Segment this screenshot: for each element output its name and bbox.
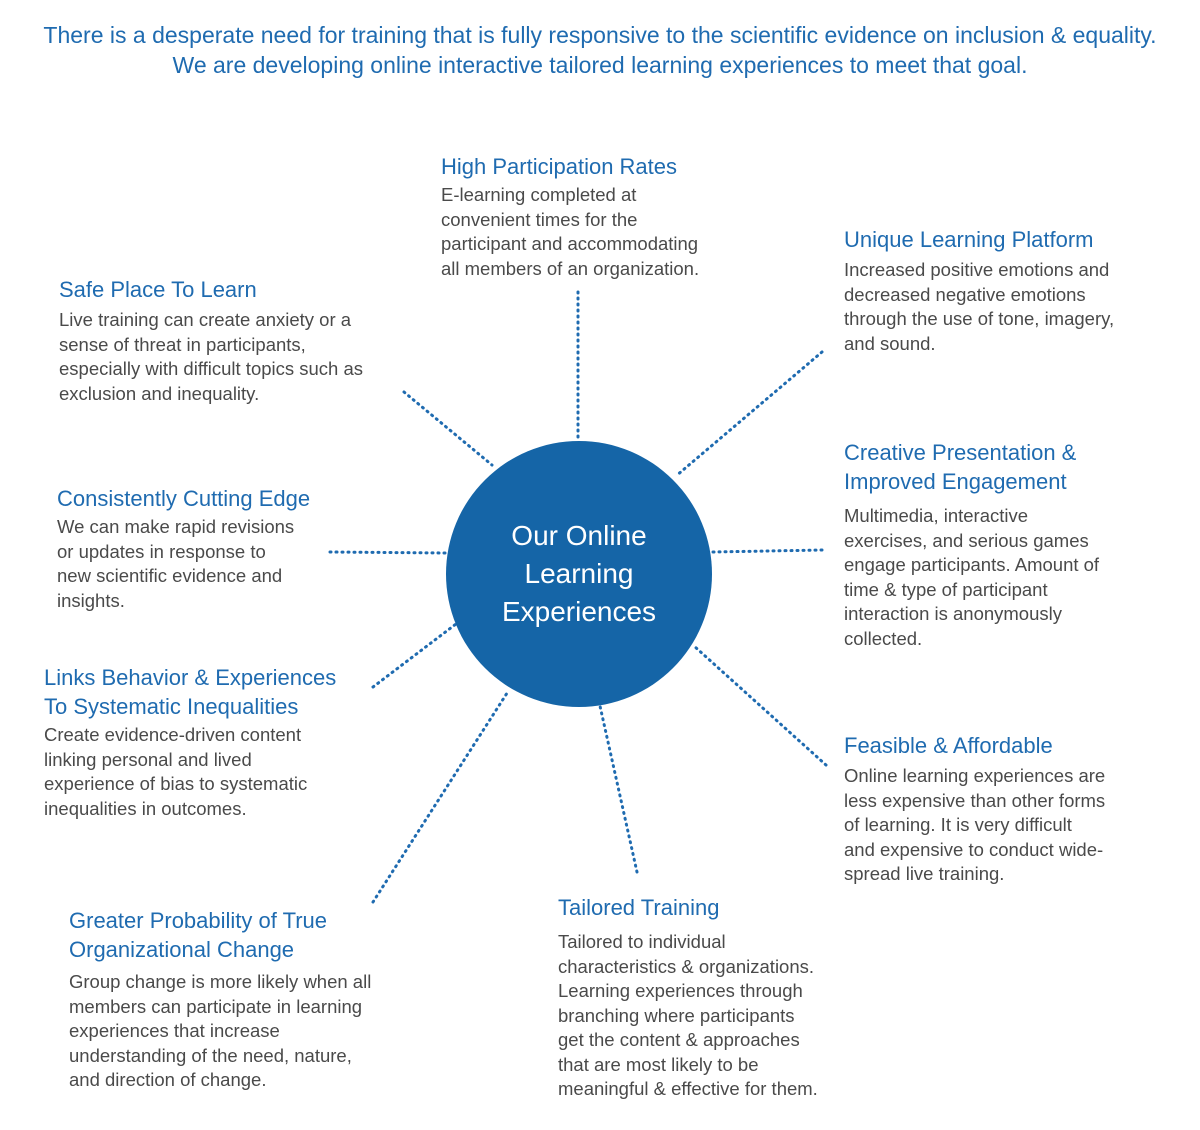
intro-text: There is a desperate need for training t… [43,22,1157,78]
connector-safe-place [402,390,494,467]
node-text: Multimedia, interactive exercises, and s… [844,505,1100,649]
connector-creative-presentation [711,548,824,554]
node-text: Group change is more likely when all mem… [69,971,372,1090]
node-title: Safe Place To Learn [59,277,257,302]
node-cutting-edge: Consistently Cutting Edge We can make ra… [57,484,357,613]
node-text: E-learning completed at convenient times… [441,184,700,279]
node-links-behavior: Links Behavior & Experiences To Systemat… [44,663,384,821]
node-title: Feasible & Affordable [844,733,1053,758]
node-creative-presentation: Creative Presentation & Improved Engagem… [844,438,1184,651]
connector-feasible [692,644,828,767]
node-title: Links Behavior & Experiences To Systemat… [44,665,337,719]
node-text: Increased positive emotions and decrease… [844,259,1115,354]
node-text: Online learning experiences are less exp… [844,765,1106,884]
node-tailored: Tailored Training Tailored to individual… [558,893,888,1102]
node-safe-place: Safe Place To Learn Live training can cr… [59,275,429,406]
node-text: Create evidence-driven content linking p… [44,724,308,819]
node-title: Creative Presentation & Improved Engagem… [844,440,1077,494]
node-text: Live training can create anxiety or a se… [59,309,364,404]
node-text: Tailored to individual characteristics &… [558,931,818,1099]
connector-org-change [371,688,511,904]
connector-links-behavior [371,622,458,689]
connector-tailored [598,704,639,874]
node-title: Unique Learning Platform [844,227,1094,252]
node-title: High Participation Rates [441,154,678,179]
node-org-change: Greater Probability of True Organization… [69,906,439,1093]
node-title: Greater Probability of True Organization… [69,908,328,962]
node-title: Tailored Training [558,895,720,920]
connector-unique-platform [674,350,824,478]
node-high-participation: High Participation Rates E-learning comp… [441,152,771,281]
center-hub: Our Online Learning Experiences [446,441,712,707]
node-unique-platform: Unique Learning Platform Increased posit… [844,225,1184,356]
connector-cutting-edge [328,550,448,555]
node-text: We can make rapid revisions or updates i… [57,516,295,611]
node-feasible: Feasible & Affordable Online learning ex… [844,731,1184,887]
hub-label: Our Online Learning Experiences [501,520,657,627]
node-title: Consistently Cutting Edge [57,486,311,511]
